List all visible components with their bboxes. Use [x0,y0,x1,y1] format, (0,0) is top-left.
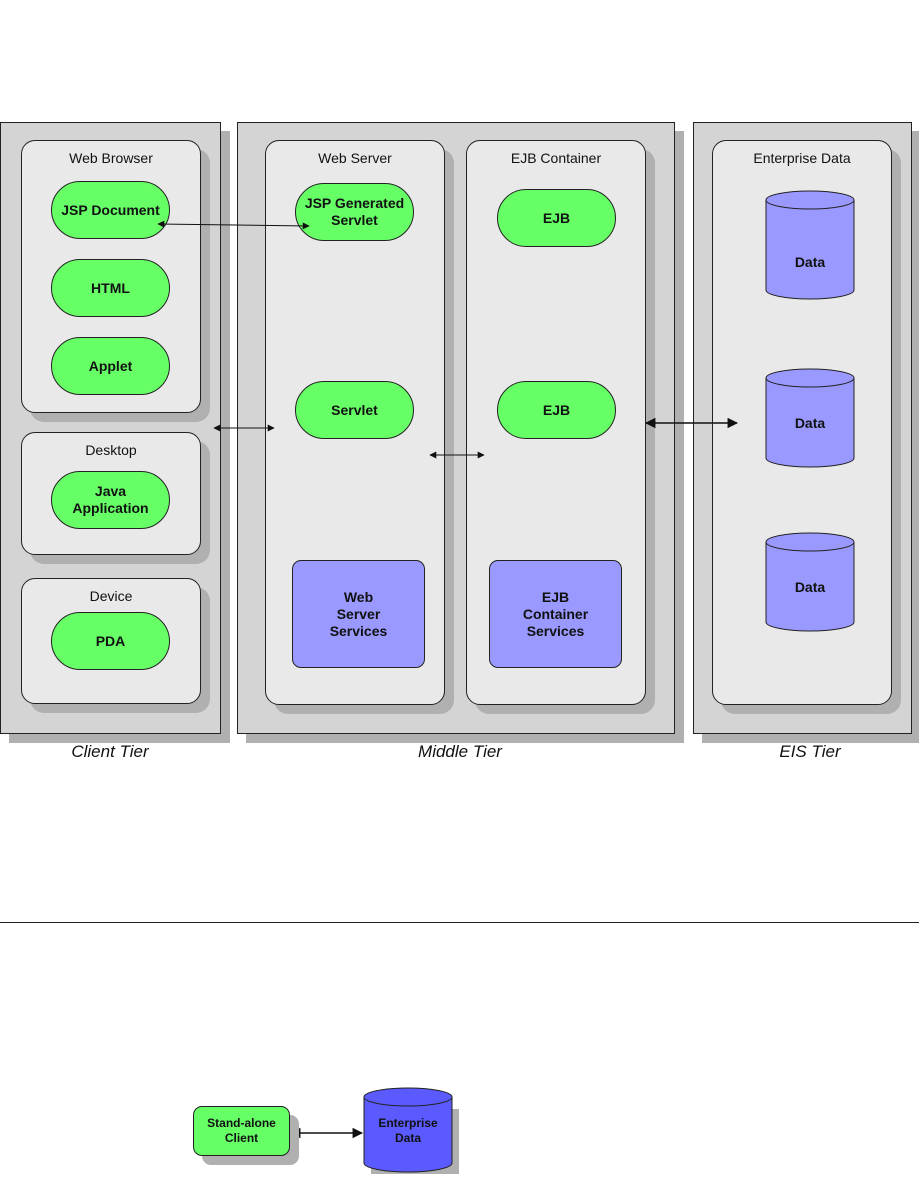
enterprise-data-title: Enterprise Data [753,150,851,166]
servlet-component[interactable]: Servlet [295,381,414,439]
enterprise-data-label: Enterprise Data [378,1116,438,1145]
ejb-container-title: EJB Container [510,150,602,166]
standalone-client[interactable]: Stand-alone Client [193,1106,290,1156]
data-label-3: Data [794,579,826,595]
html-component[interactable]: HTML [51,259,170,317]
data-label-2: Data [794,415,826,431]
web-browser-title: Web Browser [69,150,153,166]
web-server-services[interactable]: Web Server Services [292,560,425,668]
pda-component[interactable]: PDA [51,612,170,670]
data-cylinder-2[interactable] [765,368,855,468]
arrow-jsp-document-to-jsp-servlet [157,220,310,230]
web-server-title: Web Server [318,150,392,166]
section-divider [0,922,919,923]
applet-component[interactable]: Applet [51,337,170,395]
jsp-generated-servlet[interactable]: JSP Generated Servlet [295,183,414,241]
enterprise-data-cylinder[interactable] [363,1087,459,1174]
eis-tier-label: EIS Tier [779,742,841,761]
data-cylinder-1[interactable] [765,190,855,300]
data-label-1: Data [794,254,826,270]
client-tier-label: Client Tier [71,742,149,761]
device-title: Device [89,588,133,604]
data-cylinder-3[interactable] [765,532,855,632]
ejb-component-1[interactable]: EJB [497,189,616,247]
ejb-component-2[interactable]: EJB [497,381,616,439]
desktop-title: Desktop [85,442,137,458]
middle-tier-label: Middle Tier [418,742,502,761]
ejb-container-services[interactable]: EJB Container Services [489,560,622,668]
java-application[interactable]: Java Application [51,471,170,529]
jsp-document[interactable]: JSP Document [51,181,170,239]
